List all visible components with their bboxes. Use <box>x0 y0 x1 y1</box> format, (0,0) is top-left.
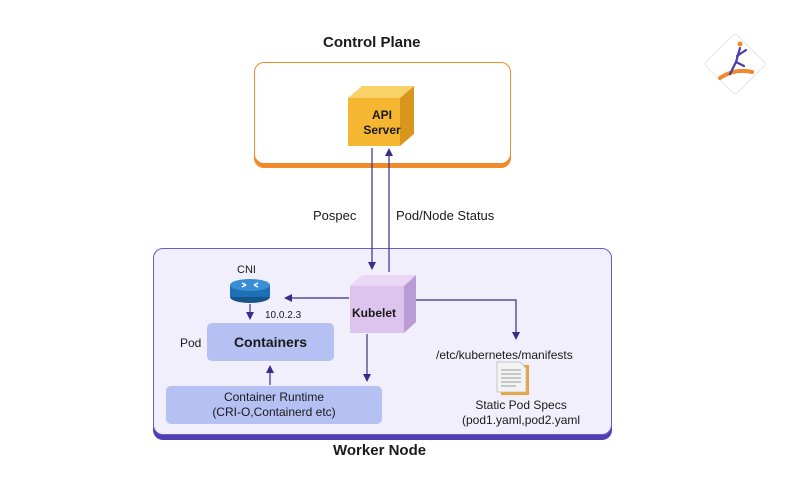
containers-label: Containers <box>233 334 308 350</box>
arrows <box>246 148 520 385</box>
api-server-label: API Server <box>354 108 410 138</box>
runtime-label-line2: (CRI-O,Containerd etc) <box>212 405 336 419</box>
pod-label: Pod <box>180 336 202 350</box>
containers-box: Containers <box>207 323 334 361</box>
cni-label: CNI <box>237 264 256 276</box>
kubelet-label: Kubelet <box>352 306 397 320</box>
api-server-label-line2: Server <box>363 123 401 137</box>
ip-address-label: 10.0.2.3 <box>265 310 302 321</box>
router-icon <box>230 279 270 303</box>
runtime-label-line1: Container Runtime <box>223 390 325 404</box>
static-pod-specs-line1: Static Pod Specs <box>475 398 567 412</box>
document-icon <box>496 361 529 395</box>
brand-logo-icon <box>705 34 765 94</box>
api-server-cube <box>348 86 414 146</box>
kubelet-to-manifests-arrow <box>416 299 520 340</box>
container-runtime-box: Container Runtime (CRI-O,Containerd etc) <box>166 386 382 424</box>
static-pod-specs-line2: (pod1.yaml,pod2.yaml <box>462 413 581 427</box>
control-plane-title: Control Plane <box>323 34 421 51</box>
manifests-path-label: /etc/kubernetes/manifests <box>436 348 573 362</box>
static-pod-specs-label: Static Pod Specs (pod1.yaml,pod2.yaml <box>462 398 580 428</box>
status-label: Pod/Node Status <box>396 208 495 223</box>
worker-node-title: Worker Node <box>333 442 427 459</box>
api-server-label-line1: API <box>371 108 392 122</box>
pospec-label: Pospec <box>313 208 357 223</box>
kubelet-cube <box>350 275 416 333</box>
